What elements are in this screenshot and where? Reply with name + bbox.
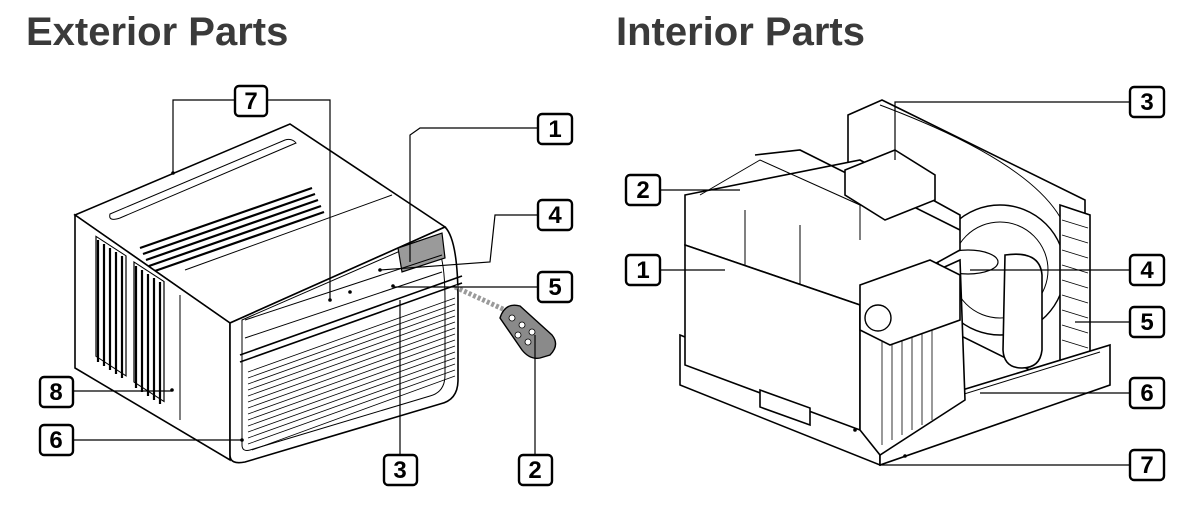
svg-text:6: 6: [49, 427, 62, 454]
compressor: [1002, 253, 1043, 369]
interior-unit-illustration: [679, 99, 1111, 467]
svg-text:3: 3: [393, 457, 406, 484]
exterior-callout-3: 3: [382, 453, 419, 487]
evaporator-coil: [881, 315, 933, 445]
exterior-callout-1: 1: [536, 112, 574, 146]
interior-callout-3: 3: [1128, 85, 1166, 119]
exterior-callout-6: 6: [38, 423, 75, 457]
svg-text:2: 2: [528, 457, 541, 484]
interior-leader-lines: [660, 101, 1130, 466]
exterior-callout-8: 8: [38, 375, 75, 409]
exterior-parts-title: Exterior Parts: [26, 10, 289, 54]
svg-text:4: 4: [548, 202, 562, 229]
interior-callout-2: 2: [624, 173, 662, 207]
svg-text:5: 5: [548, 274, 561, 301]
exterior-callout-7: 7: [233, 84, 269, 118]
condenser-coil: [1059, 203, 1091, 372]
exterior-leader-lines: [73, 99, 538, 455]
svg-text:2: 2: [636, 177, 649, 204]
interior-parts-title: Interior Parts: [616, 10, 865, 54]
interior-callout-4: 4: [1128, 253, 1166, 287]
interior-callout-7: 7: [1128, 448, 1166, 482]
svg-text:1: 1: [548, 116, 561, 143]
svg-text:4: 4: [1140, 257, 1154, 284]
exterior-callout-5: 5: [536, 270, 574, 304]
svg-text:8: 8: [49, 379, 62, 406]
interior-callout-1: 1: [624, 253, 662, 287]
remote-control-illustration: [499, 304, 557, 360]
side-vent-hatch: [96, 240, 162, 404]
svg-text:7: 7: [244, 88, 257, 115]
top-vent-grille: [139, 186, 325, 274]
front-grille: [247, 297, 456, 451]
exterior-callout-2: 2: [517, 453, 554, 487]
svg-text:6: 6: [1140, 380, 1153, 407]
svg-text:1: 1: [636, 257, 649, 284]
svg-text:5: 5: [1140, 309, 1153, 336]
svg-text:3: 3: [1140, 89, 1153, 116]
exterior-callout-4: 4: [536, 198, 574, 232]
exterior-unit-illustration: [73, 123, 557, 464]
remote-signal-beam: [453, 284, 507, 313]
interior-callout-5: 5: [1128, 305, 1166, 339]
svg-text:7: 7: [1140, 452, 1153, 479]
interior-callout-6: 6: [1128, 376, 1166, 410]
display-panel: [397, 232, 446, 273]
